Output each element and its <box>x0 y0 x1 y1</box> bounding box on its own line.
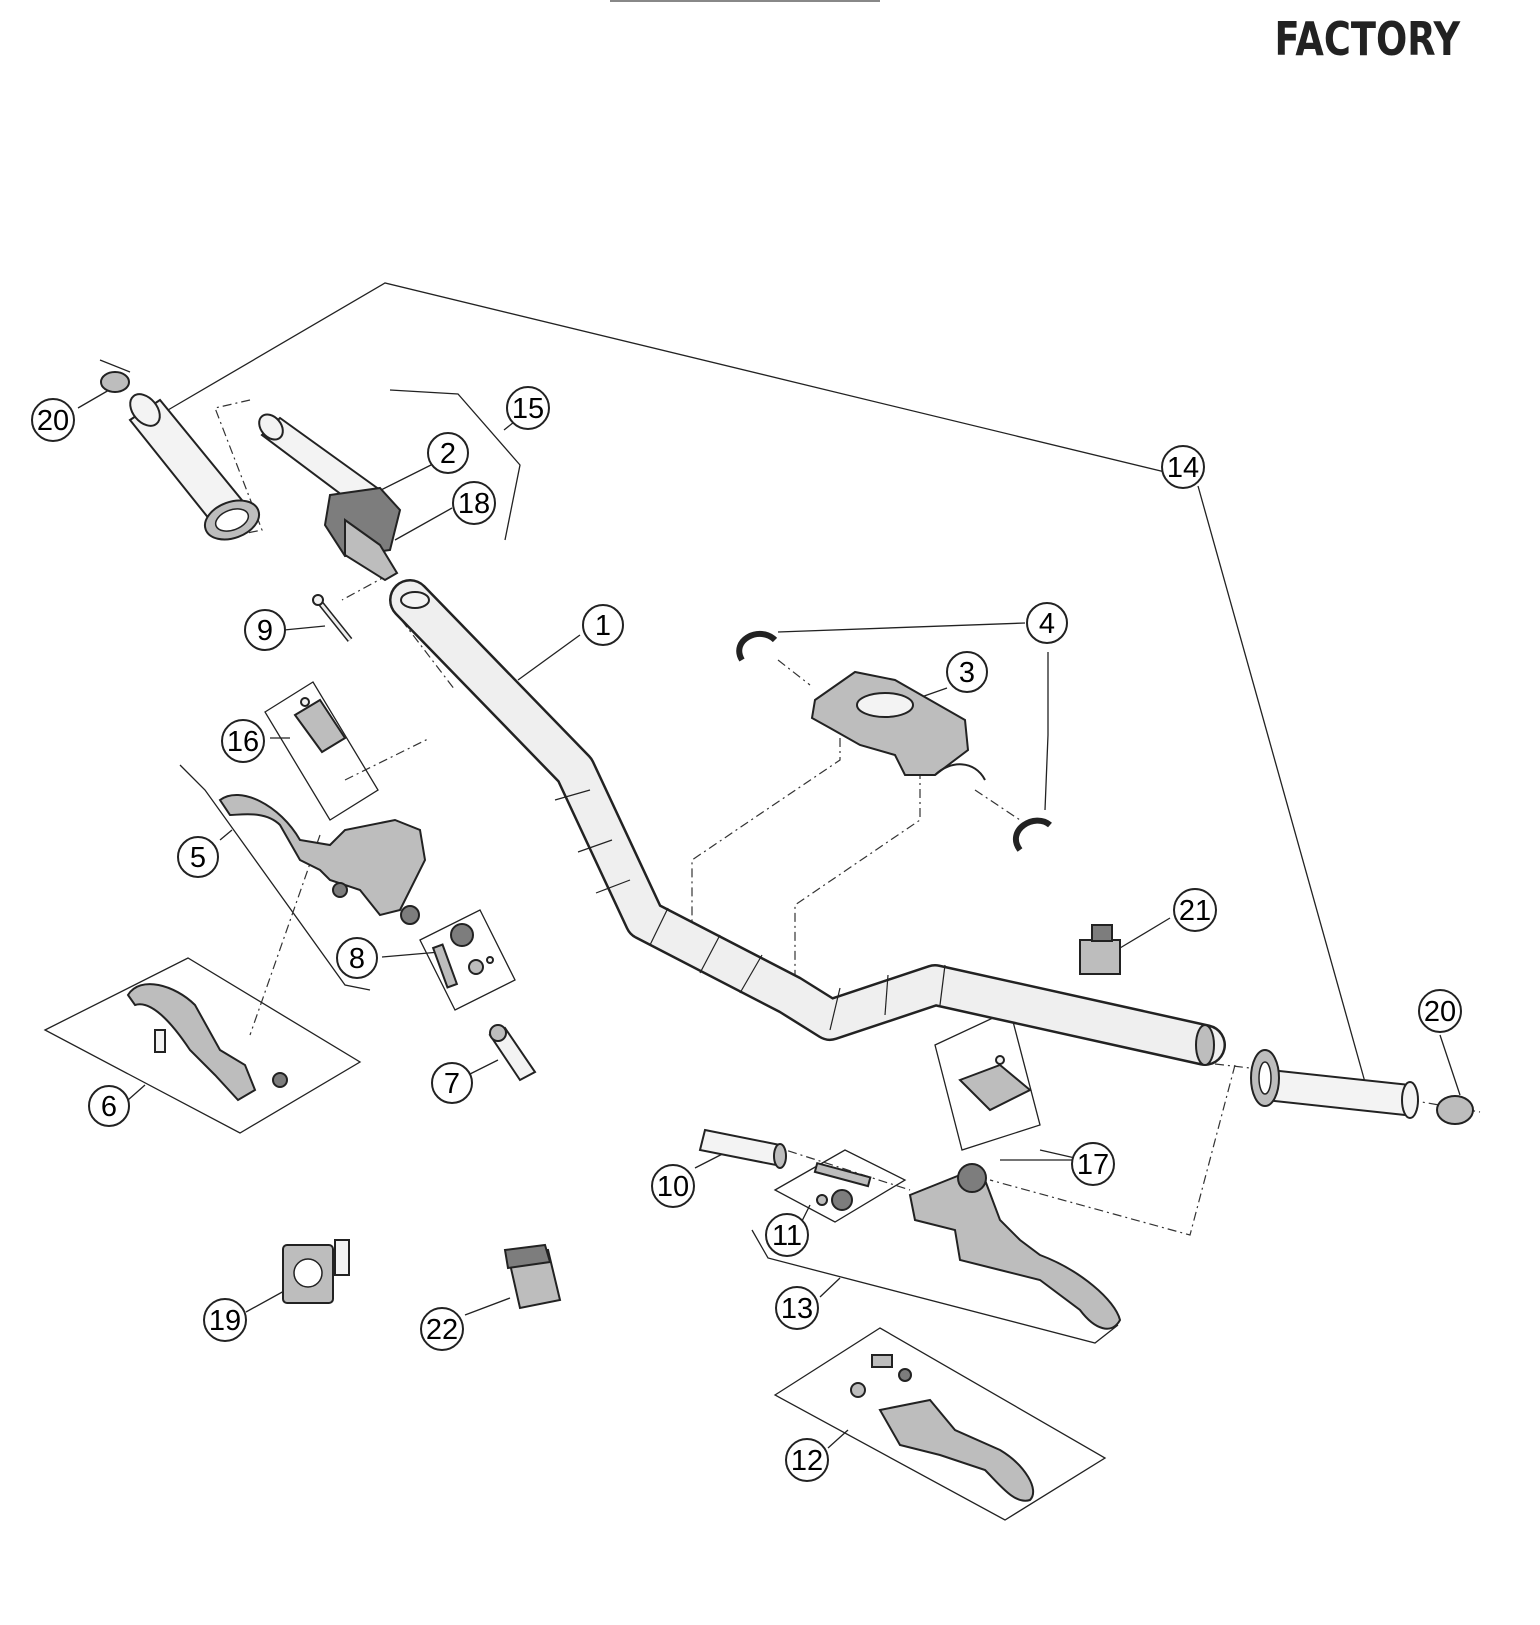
group-box-17 <box>934 1009 1041 1151</box>
callout-21: 21 <box>1173 888 1217 932</box>
clutch-master-cylinder <box>908 1163 1122 1330</box>
callout-13: 13 <box>775 1286 819 1330</box>
svg-text:8: 8 <box>349 943 365 975</box>
reservoir-cap-17 <box>958 1055 1032 1112</box>
callout-22: 22 <box>420 1307 464 1351</box>
handlebar <box>389 579 1226 1066</box>
piston-kit-11 <box>813 1161 872 1211</box>
bar-clamp <box>810 670 986 781</box>
reservoir-cap-16 <box>293 697 347 754</box>
svg-text:19: 19 <box>209 1305 241 1337</box>
callout-20-right: 20 <box>1418 989 1462 1033</box>
callout-18: 18 <box>452 481 496 525</box>
svg-text:7: 7 <box>444 1068 460 1100</box>
group-box-12 <box>773 1327 1107 1521</box>
callout-7: 7 <box>431 1062 473 1104</box>
svg-text:22: 22 <box>426 1314 458 1346</box>
right-bar-end <box>1436 1095 1474 1125</box>
callout-5: 5 <box>177 836 219 878</box>
callout-17: 17 <box>1071 1142 1115 1186</box>
callout-4: 4 <box>1026 602 1068 644</box>
svg-text:1: 1 <box>595 610 611 642</box>
svg-text:3: 3 <box>959 657 975 689</box>
svg-text:18: 18 <box>458 488 490 520</box>
group-box-8 <box>419 909 516 1011</box>
clip-4-top <box>736 631 778 662</box>
adjuster-7 <box>488 1024 537 1082</box>
adjuster-10 <box>698 1128 787 1169</box>
left-grip <box>128 393 261 541</box>
switch-21 <box>1079 924 1121 975</box>
callout-1: 1 <box>582 604 624 646</box>
group-box-16 <box>264 681 379 821</box>
piston-kit-8 <box>431 923 494 989</box>
lever-kit-12 <box>850 1354 1035 1502</box>
callout-3: 3 <box>946 651 988 693</box>
bolt-9 <box>312 594 353 642</box>
callout-11: 11 <box>765 1213 809 1257</box>
svg-text:21: 21 <box>1179 895 1211 927</box>
callout-9: 9 <box>244 609 286 651</box>
grease-pack-22 <box>503 1243 562 1310</box>
svg-text:11: 11 <box>772 1220 802 1252</box>
module-19 <box>282 1239 350 1304</box>
callout-16: 16 <box>221 719 265 763</box>
svg-text:20: 20 <box>37 405 69 437</box>
svg-text:12: 12 <box>791 1445 823 1477</box>
brand-logo-text: FACTORY <box>1274 12 1460 66</box>
leader-lines <box>77 282 1461 1449</box>
svg-text:4: 4 <box>1039 608 1055 640</box>
callouts: 1 2 3 4 5 6 7 8 9 10 11 12 13 14 15 16 1… <box>31 386 1462 1482</box>
group-boxes <box>43 681 1107 1521</box>
svg-text:10: 10 <box>657 1171 689 1203</box>
svg-text:2: 2 <box>440 438 456 470</box>
svg-text:20: 20 <box>1424 996 1456 1028</box>
callout-19: 19 <box>203 1298 247 1342</box>
svg-text:6: 6 <box>101 1091 117 1123</box>
clip-4-bottom <box>1013 817 1052 852</box>
svg-text:5: 5 <box>190 842 206 874</box>
throttle-grip <box>258 413 402 582</box>
svg-text:16: 16 <box>227 726 259 758</box>
svg-text:9: 9 <box>257 615 273 647</box>
svg-text:14: 14 <box>1167 452 1199 484</box>
callout-14: 14 <box>1161 445 1205 489</box>
lever-kit-6 <box>126 983 288 1102</box>
right-grip <box>1250 1049 1419 1119</box>
top-rule <box>610 0 880 2</box>
construction-lines <box>214 399 1481 1236</box>
callout-12: 12 <box>785 1438 829 1482</box>
brake-master-cylinder <box>218 794 427 925</box>
group-box-11 <box>773 1149 907 1223</box>
group-box-6 <box>43 957 362 1134</box>
svg-text:15: 15 <box>512 393 544 425</box>
callout-6: 6 <box>88 1085 130 1127</box>
svg-text:17: 17 <box>1077 1149 1109 1181</box>
left-bar-end <box>100 371 130 393</box>
callout-15: 15 <box>506 386 550 430</box>
callout-2: 2 <box>427 432 469 474</box>
callout-10: 10 <box>651 1164 695 1208</box>
svg-text:13: 13 <box>781 1293 813 1325</box>
callout-8: 8 <box>336 937 378 979</box>
callout-20-left: 20 <box>31 398 75 442</box>
